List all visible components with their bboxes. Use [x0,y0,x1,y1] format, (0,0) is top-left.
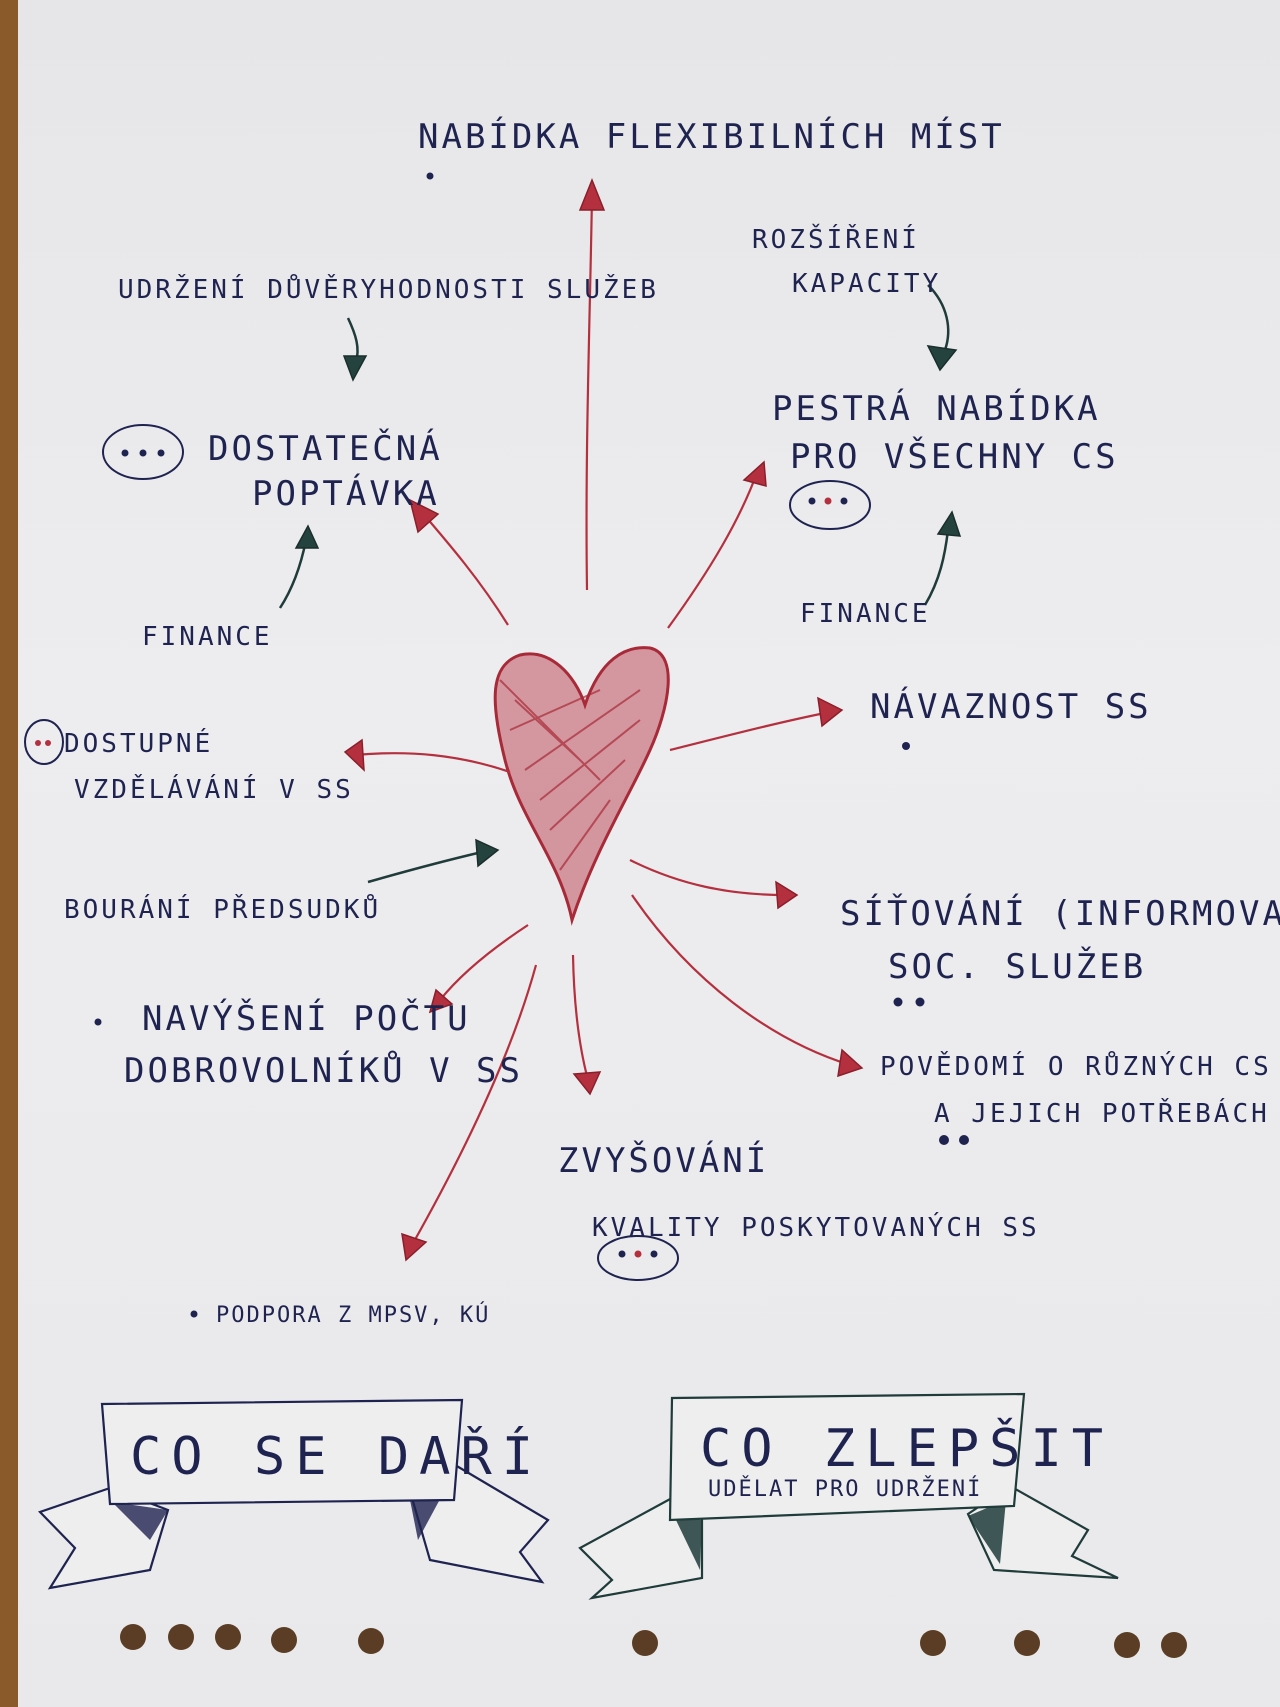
arrow-prejudice-to-heart [367,838,500,884]
punched-holes [120,1624,1187,1658]
node-awareness-line2: A JEJICH POTŘEBÁCH [934,1097,1270,1129]
arrow-to-quality [571,954,602,1096]
banner-right: CO ZLEPŠIT UDĚLAT PRO UDRŽENÍ [578,1392,1119,1600]
arrow-to-continuity [669,696,844,752]
node-capacity-line1: ROZŠÍŘENÍ [752,223,920,255]
arrow-to-networking [629,859,799,910]
arrow-to-education [343,738,511,774]
node-offer-line2: PRO VŠECHNY CS [790,436,1119,477]
center-heart-icon [493,646,670,926]
node-quality-line2: KVALITY POSKYTOVANÝCH SS [592,1211,1040,1243]
node-capacity-line2: KAPACITY [792,269,941,299]
node-volunteers-line1: NAVÝŠENÍ POČTU [142,998,471,1039]
arrow-finance-to-offer [923,510,962,606]
dots-bubble-offer [789,480,871,530]
arrow-to-top [578,177,606,591]
arrow-trust-to-demand [342,317,368,382]
banner-left-title: CO SE DAŘÍ [130,1426,543,1487]
node-offer-line1: PESTRÁ NABÍDKA [772,388,1101,429]
node-demand-line1: DOSTATEČNÁ [208,428,443,469]
dots-bubble-quality [597,1235,679,1281]
dot-vote [939,1135,949,1145]
node-education-line1: DOSTUPNÉ [64,727,213,759]
dot-bullet [190,1310,198,1318]
banner-right-title: CO ZLEPŠIT [700,1417,1113,1479]
dot-vote [959,1135,969,1145]
node-awareness-line1: POVĚDOMÍ O RŮZNÝCH CS [880,1050,1272,1082]
node-trust: UDRŽENÍ DŮVĚRYHODNOSTI SLUŽEB [118,273,659,305]
arrow-capacity-to-offer [926,284,958,372]
node-support: PODPORA Z MPSV, KÚ [216,1302,490,1328]
arrow-to-support [401,964,538,1262]
banner-left: CO SE DAŘÍ [38,1398,550,1590]
dot-bullet [902,742,910,750]
dots-bubble-demand [102,424,184,480]
node-networking-line1: SÍŤOVÁNÍ (INFORMOVANOST) [840,893,1280,934]
node-finance-right: FINANCE [800,599,931,629]
node-quality-line1: ZVYŠOVÁNÍ [558,1140,769,1181]
arrow-to-awareness [631,894,864,1078]
node-continuity: NÁVAZNOST SS [870,686,1152,727]
node-demand-line2: POPTÁVKA [252,473,440,514]
node-education-line2: VZDĚLÁVÁNÍ V SS [74,773,354,805]
arrow-to-offer [667,460,767,629]
dot-vote [915,997,925,1007]
node-volunteers-line2: DOBROVOLNÍKŮ V SS [124,1050,523,1091]
arrow-finance-to-demand [278,524,320,609]
dot-vote [893,997,903,1007]
dot-bullet [94,1018,102,1026]
node-prejudice: BOURÁNÍ PŘEDSUDKŮ [64,893,381,925]
dot-bullet [426,172,434,180]
node-networking-line2: SOC. SLUŽEB [888,946,1146,987]
node-finance-left: FINANCE [142,622,273,652]
arrow-to-volunteers [428,924,529,1014]
banner-right-subtitle: UDĚLAT PRO UDRŽENÍ [708,1476,982,1502]
node-flexible-places: NABÍDKA FLEXIBILNÍCH MÍST [418,116,1005,157]
arrow-to-demand [408,498,509,626]
dots-bubble-education [24,719,64,765]
